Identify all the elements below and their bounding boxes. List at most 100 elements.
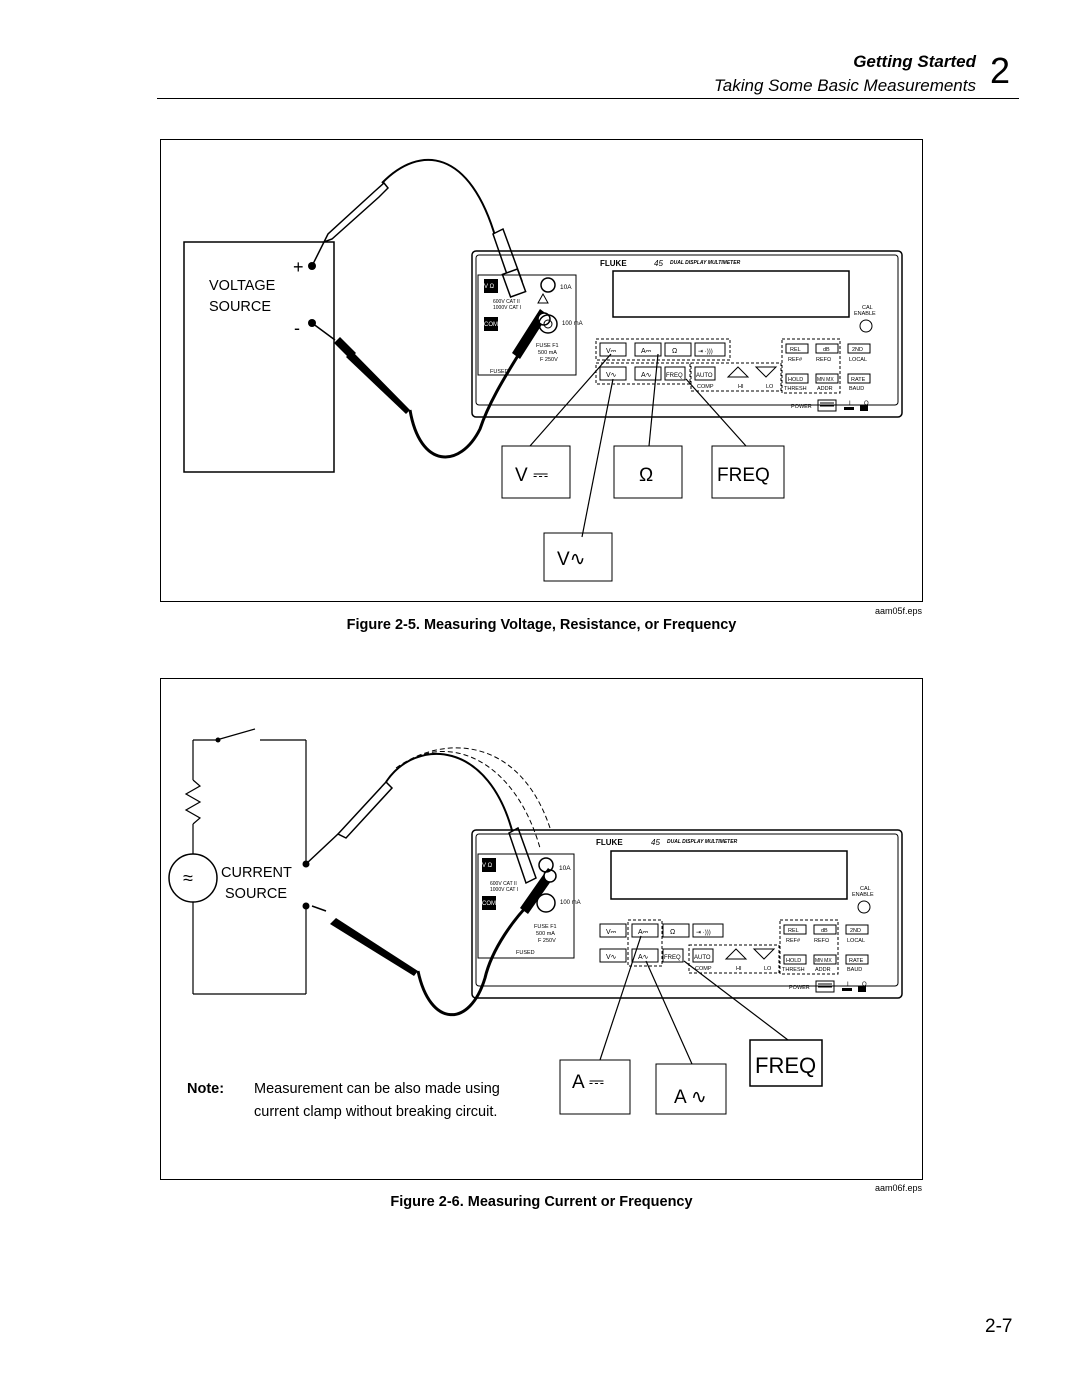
fluke-45-meter: V Ω COM 10A 100 mA 600V CAT II 1000V CAT… bbox=[471, 829, 903, 999]
callout-freq-box bbox=[711, 445, 785, 499]
svg-text:1000V CAT I: 1000V CAT I bbox=[493, 305, 521, 311]
svg-text:THRESH: THRESH bbox=[782, 967, 805, 973]
svg-text:A⎓: A⎓ bbox=[641, 348, 652, 355]
figure-5-drawing: VOLTAGE SOURCE + - V Ω COM 10A 100 mA 60… bbox=[183, 158, 903, 582]
svg-text:FUSED: FUSED bbox=[490, 369, 509, 375]
callout-vdc-box bbox=[501, 445, 571, 499]
svg-text:F 250V: F 250V bbox=[538, 938, 556, 944]
switch bbox=[219, 728, 256, 740]
svg-text:1000V CAT I: 1000V CAT I bbox=[490, 887, 518, 893]
svg-text:Ω: Ω bbox=[672, 348, 677, 355]
svg-text:REL: REL bbox=[790, 347, 801, 353]
callout-adc-box bbox=[559, 1059, 631, 1115]
callout-vac-box bbox=[543, 532, 613, 582]
plus-terminal-label: + bbox=[293, 257, 304, 277]
current-source-line1: CURRENT bbox=[221, 865, 292, 881]
svg-text:I: I bbox=[847, 982, 849, 988]
svg-text:RATE: RATE bbox=[849, 958, 864, 964]
svg-text:REFΩ: REFΩ bbox=[814, 938, 829, 944]
svg-text:V⎓: V⎓ bbox=[606, 929, 617, 936]
svg-text:HOLD: HOLD bbox=[786, 958, 801, 964]
svg-text:HI: HI bbox=[738, 384, 744, 390]
note-label: Note: bbox=[187, 1081, 224, 1097]
header-rule bbox=[157, 98, 1019, 99]
black-test-lead bbox=[416, 901, 532, 1017]
figure-6-caption: Figure 2-6. Measuring Current or Frequen… bbox=[390, 1194, 693, 1210]
figure-6-drawing: ≈ CURRENT SOURCE V Ω COM 10A 100 mA 600V… bbox=[168, 728, 903, 1120]
svg-text:REF#: REF# bbox=[786, 938, 801, 944]
svg-text:DUAL DISPLAY MULTIMETER: DUAL DISPLAY MULTIMETER bbox=[667, 839, 738, 845]
callout-ohm-box bbox=[613, 445, 683, 499]
svg-text:THRESH: THRESH bbox=[784, 386, 807, 392]
svg-text:AUTO: AUTO bbox=[696, 373, 713, 379]
meter-display bbox=[610, 850, 848, 900]
svg-text:AUTO: AUTO bbox=[694, 955, 711, 961]
resistor bbox=[184, 779, 202, 825]
svg-text:FUSE F1: FUSE F1 bbox=[534, 924, 557, 930]
svg-text:I: I bbox=[849, 401, 851, 407]
callout-vdc: V ⎓ bbox=[515, 465, 548, 486]
voltage-source-line2: SOURCE bbox=[209, 299, 271, 315]
svg-text:DUAL DISPLAY MULTIMETER: DUAL DISPLAY MULTIMETER bbox=[670, 260, 741, 266]
svg-text:FREQ: FREQ bbox=[666, 373, 683, 379]
svg-text:10A: 10A bbox=[560, 284, 572, 291]
red-test-lead bbox=[381, 158, 497, 240]
svg-text:V⎓: V⎓ bbox=[606, 348, 617, 355]
svg-text:FREQ: FREQ bbox=[664, 955, 681, 961]
svg-text:O: O bbox=[864, 401, 869, 407]
svg-text:V∿: V∿ bbox=[606, 954, 617, 961]
callout-freq: FREQ bbox=[717, 465, 770, 486]
svg-text:100 mA: 100 mA bbox=[560, 900, 581, 906]
current-circuit: ≈ bbox=[168, 728, 310, 995]
svg-text:FUSED: FUSED bbox=[516, 950, 535, 956]
svg-text:45: 45 bbox=[654, 259, 663, 268]
svg-text:≈: ≈ bbox=[183, 868, 193, 888]
svg-text:ENABLE: ENABLE bbox=[854, 311, 876, 317]
voltage-source-line1: VOLTAGE bbox=[209, 278, 276, 294]
callout-aac-box bbox=[655, 1063, 727, 1115]
svg-text:BAUD: BAUD bbox=[847, 967, 862, 973]
svg-text:Ω: Ω bbox=[670, 929, 675, 936]
ac-source bbox=[168, 853, 218, 903]
svg-text:2ND: 2ND bbox=[850, 928, 861, 934]
section-title: Getting Started bbox=[853, 52, 976, 71]
svg-text:CAL: CAL bbox=[860, 886, 871, 892]
minus-terminal-label: - bbox=[294, 318, 300, 338]
svg-text:45: 45 bbox=[651, 838, 660, 847]
svg-text:POWER: POWER bbox=[791, 404, 812, 410]
svg-text:REFΩ: REFΩ bbox=[816, 357, 831, 363]
voltage-source-box bbox=[183, 241, 335, 473]
svg-text:LO: LO bbox=[764, 966, 772, 972]
svg-text:100 mA: 100 mA bbox=[562, 321, 583, 327]
callout-freq: FREQ bbox=[755, 1053, 816, 1078]
svg-text:BAUD: BAUD bbox=[849, 386, 864, 392]
svg-text:REL: REL bbox=[788, 928, 799, 934]
callout-adc: A ⎓ bbox=[572, 1072, 604, 1093]
svg-text:HOLD: HOLD bbox=[788, 377, 803, 383]
svg-text:COM: COM bbox=[484, 322, 498, 328]
callout-ohm: Ω bbox=[639, 465, 653, 486]
meter-brand: FLUKE bbox=[600, 259, 627, 268]
svg-text:A⎓: A⎓ bbox=[638, 929, 649, 936]
section-subtitle: Taking Some Basic Measurements bbox=[713, 76, 976, 95]
svg-text:COMP: COMP bbox=[697, 384, 714, 390]
svg-text:ADDR: ADDR bbox=[817, 386, 833, 392]
svg-text:MN MX: MN MX bbox=[817, 377, 834, 383]
callout-aac: A ∿ bbox=[674, 1087, 707, 1108]
svg-text:LOCAL: LOCAL bbox=[849, 357, 867, 363]
svg-text:⇥ ·))): ⇥ ·))) bbox=[696, 930, 711, 936]
svg-text:POWER: POWER bbox=[789, 985, 810, 991]
figure-5-filename: aam05f.eps bbox=[874, 606, 922, 616]
svg-text:2ND: 2ND bbox=[852, 347, 863, 353]
svg-text:RATE: RATE bbox=[851, 377, 866, 383]
black-test-lead bbox=[408, 348, 524, 459]
svg-text:O: O bbox=[862, 982, 867, 988]
meter-display bbox=[612, 270, 850, 318]
fluke-45-meter: V Ω COM 10A 100 mA 600V CAT II 1000V CAT… bbox=[471, 250, 903, 418]
svg-text:MN MX: MN MX bbox=[815, 958, 832, 964]
svg-text:500 mA: 500 mA bbox=[536, 931, 555, 937]
svg-text:LO: LO bbox=[766, 384, 774, 390]
figure-6-frame bbox=[160, 678, 923, 1180]
svg-text:LOCAL: LOCAL bbox=[847, 938, 865, 944]
svg-text:COM: COM bbox=[482, 901, 496, 907]
